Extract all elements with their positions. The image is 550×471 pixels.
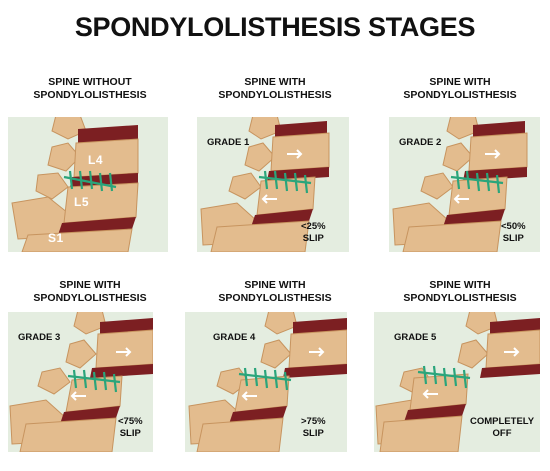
heading-line1: SPINE WITH [244, 76, 306, 88]
heading-line1: SPINE WITH [429, 76, 491, 88]
slip-line1: >75% [301, 416, 326, 427]
heading-line2: SPONDYLOLISTHESIS [403, 89, 517, 101]
page-title: SPONDYLOLISTHESIS STAGES [74, 12, 476, 42]
vertebra-label-l5: L5 [74, 195, 90, 209]
slip-line1: COMPLETELY [470, 416, 535, 427]
grade-label: GRADE 3 [18, 332, 61, 343]
heading-line1: SPINE WITH [59, 279, 121, 291]
heading-line2: SPONDYLOLISTHESIS [218, 89, 332, 101]
slip-label: >75% SLIP [301, 416, 326, 440]
slip-line2: SLIP [502, 233, 524, 244]
heading-line2: SPONDYLOLISTHESIS [33, 89, 147, 101]
spine-panel-grade2: GRADE 2 <50% SLIP [389, 117, 540, 252]
vertebra-label-s1: S1 [48, 231, 64, 245]
heading-line1: SPINE WITHOUT [48, 76, 132, 88]
spine-illustration [11, 117, 139, 252]
slip-label: <75% SLIP [118, 416, 143, 440]
heading-line1: SPINE WITH [429, 279, 491, 291]
heading-spine-without: SPINE WITHOUT SPONDYLOLISTHESIS [5, 76, 175, 102]
slip-line2: OFF [492, 428, 512, 439]
spine-panel-grade3: GRADE 3 <75% SLIP [8, 312, 153, 452]
heading-grade2: SPINE WITH SPONDYLOLISTHESIS [375, 76, 545, 102]
heading-line2: SPONDYLOLISTHESIS [403, 292, 517, 304]
grade-label: GRADE 4 [213, 332, 256, 343]
slip-line2: SLIP [119, 428, 141, 439]
heading-grade1: SPINE WITH SPONDYLOLISTHESIS [190, 76, 360, 102]
heading-grade4: SPINE WITH SPONDYLOLISTHESIS [190, 279, 360, 305]
heading-line2: SPONDYLOLISTHESIS [218, 292, 332, 304]
slip-line1: <25% [301, 221, 326, 232]
slip-label: COMPLETELY OFF [470, 416, 534, 440]
spine-illustration [188, 312, 347, 452]
spine-illustration [375, 312, 540, 452]
slip-line2: SLIP [302, 428, 324, 439]
spine-illustration [392, 117, 528, 252]
slip-label: <25% SLIP [301, 221, 326, 245]
spine-panel-normal: L4 L5 S1 [8, 117, 168, 252]
heading-line2: SPONDYLOLISTHESIS [33, 292, 147, 304]
heading-line1: SPINE WITH [244, 279, 306, 291]
grade-label: GRADE 1 [207, 137, 250, 148]
spine-panel-grade4: GRADE 4 >75% SLIP [185, 312, 347, 452]
grade-label: GRADE 2 [399, 137, 442, 148]
grade-label: GRADE 5 [394, 332, 437, 343]
heading-grade5: SPINE WITH SPONDYLOLISTHESIS [375, 279, 545, 305]
spine-panel-grade1: GRADE 1 <25% SLIP [197, 117, 349, 252]
slip-line1: <75% [118, 416, 143, 427]
slip-line1: <50% [501, 221, 526, 232]
heading-grade3: SPINE WITH SPONDYLOLISTHESIS [5, 279, 175, 305]
spine-illustration [200, 117, 330, 252]
slip-label: <50% SLIP [501, 221, 526, 245]
vertebra-label-l4: L4 [88, 153, 104, 167]
spine-panel-grade5: GRADE 5 COMPLETELY OFF [374, 312, 540, 452]
slip-line2: SLIP [302, 233, 324, 244]
spine-illustration [9, 312, 153, 452]
